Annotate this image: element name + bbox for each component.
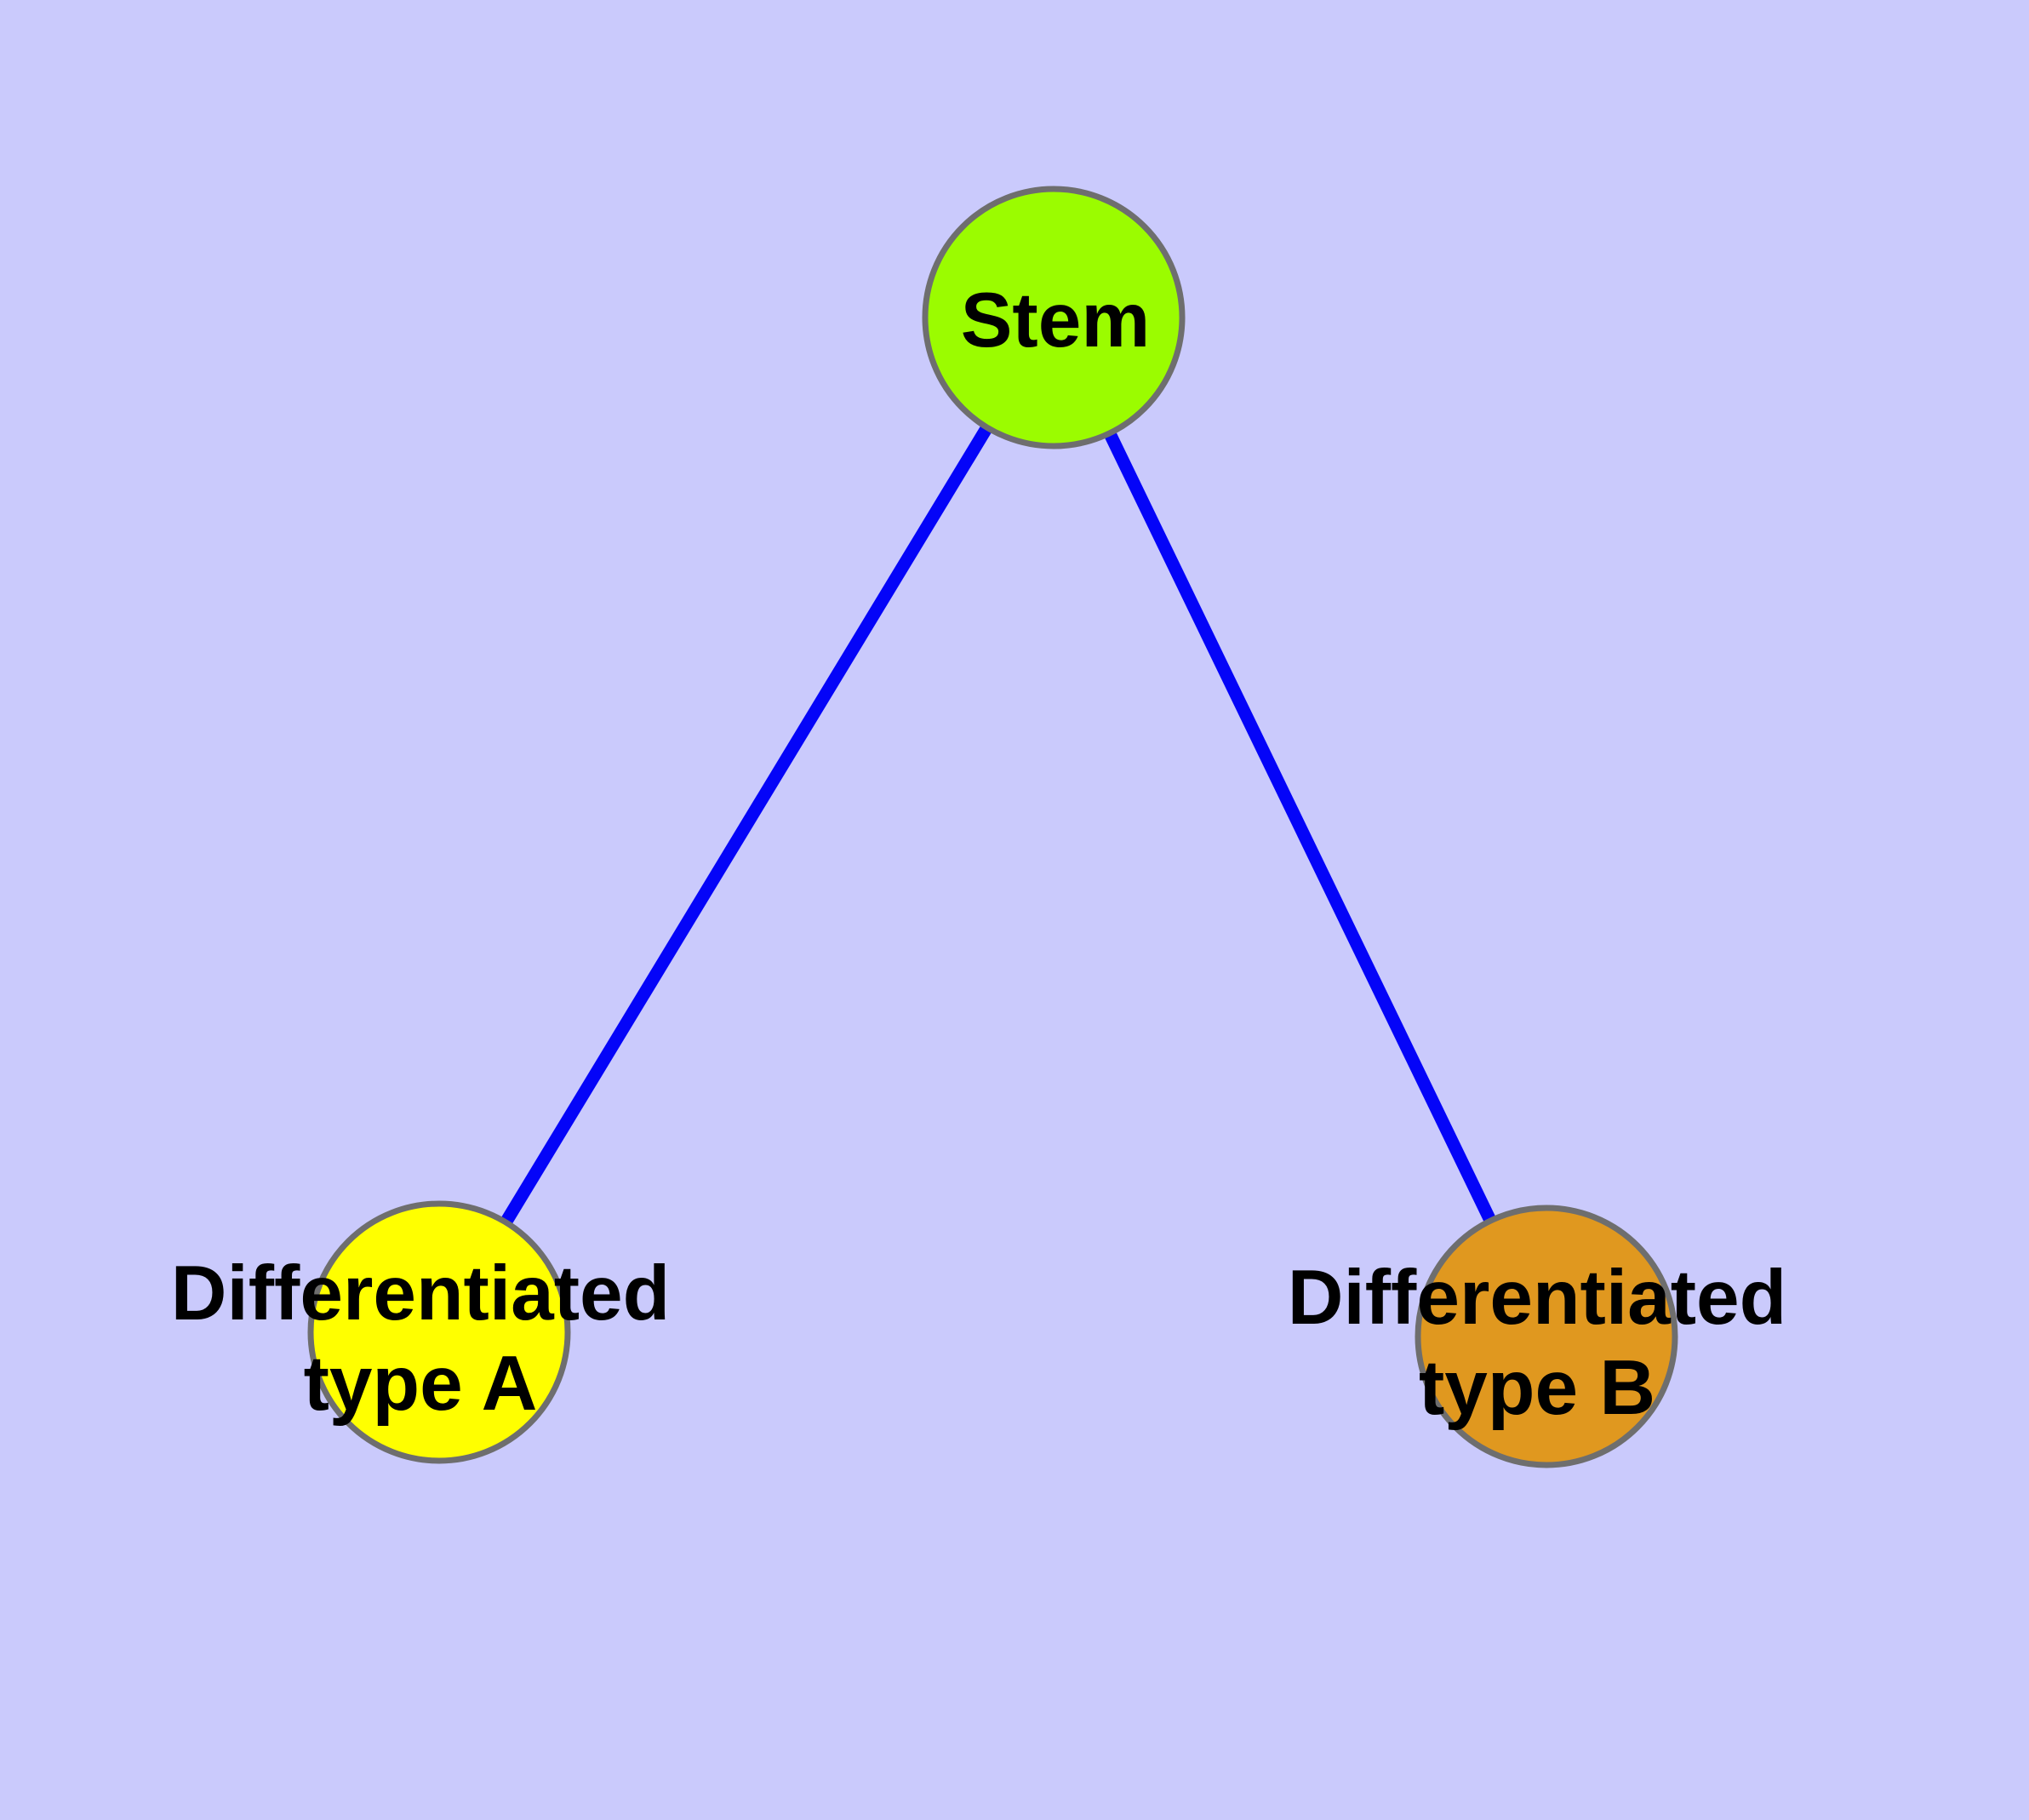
node-stem-circle bbox=[922, 186, 1186, 449]
edge-stem-to-type-a bbox=[433, 314, 1060, 1336]
node-type-b-label-line1: Differentiated bbox=[1288, 1255, 1787, 1341]
node-type-b-label-line2: type B bbox=[1419, 1345, 1655, 1431]
node-type-a-label-line2: type A bbox=[304, 1341, 538, 1427]
node-type-a-circle bbox=[307, 1200, 571, 1464]
node-stem-label: Stem bbox=[961, 278, 1151, 363]
node-type-a-label-line1: Differentiated bbox=[171, 1251, 671, 1336]
edge-stem-to-type-b bbox=[1048, 314, 1552, 1340]
node-type-b-circle bbox=[1415, 1205, 1678, 1468]
